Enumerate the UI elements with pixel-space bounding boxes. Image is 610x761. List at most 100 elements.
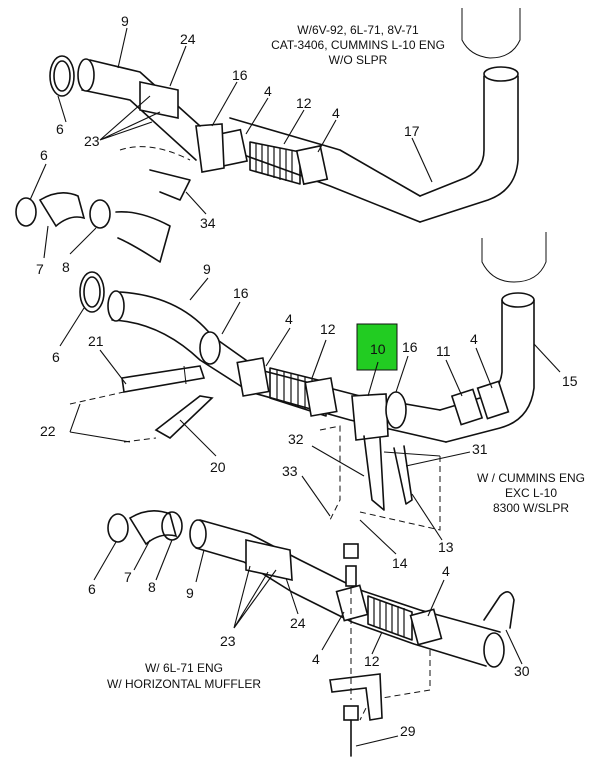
- callout-top-6b: 6: [40, 147, 48, 163]
- callout-top-24: 24: [180, 31, 196, 47]
- top-hose-dashed: [119, 146, 191, 161]
- highlight-box-10: [356, 323, 398, 371]
- middle-ring-6-inner: [83, 276, 101, 308]
- pipe-15-opening: [501, 292, 535, 308]
- bracket-20: [154, 395, 214, 439]
- nut-bottom: [343, 705, 359, 721]
- callout-top-8: 8: [62, 259, 70, 275]
- middle-bellows-12: [269, 367, 327, 417]
- top-bracket-34: [149, 169, 191, 201]
- callout-top-4a: 4: [264, 83, 272, 99]
- callout-top-17: 17: [404, 123, 420, 139]
- middle-clamp-4-left: [236, 357, 270, 397]
- middle-clamp-11: [450, 388, 484, 426]
- callout-mid-4a: 4: [285, 311, 293, 327]
- middle-pipe-lower: [111, 319, 447, 443]
- top-ring-6-outer: [49, 55, 75, 97]
- bottom-clamp-4-right: [409, 608, 443, 646]
- bottom-assembly: [107, 510, 515, 757]
- bottom-clamp-4-left: [335, 584, 369, 622]
- callout-top-7: 7: [36, 261, 44, 277]
- spacer: [345, 565, 357, 587]
- top-clamp-4-right: [295, 144, 329, 186]
- hanger-dashed: [359, 650, 431, 721]
- note-bottom-line1: W/ 6L-71 ENG: [145, 661, 223, 675]
- u-bolt-30: [483, 591, 515, 629]
- callout-mid-4b: 4: [470, 331, 478, 347]
- muffler-top-outline: [461, 8, 521, 59]
- callout-mid-21: 21: [88, 333, 104, 349]
- callout-mid-12: 12: [320, 321, 336, 337]
- top-pipe-9-opening: [77, 58, 95, 92]
- muffler-middle-outline: [481, 232, 547, 283]
- top-assembly: [15, 8, 521, 263]
- middle-clamp-4-mid: [304, 377, 338, 417]
- pipe-17-right-edge: [419, 75, 519, 223]
- note-middle-line2: EXC L-10: [505, 486, 557, 500]
- bottom-pipe-lower: [195, 547, 487, 667]
- support-32: [363, 435, 385, 511]
- callout-bot-12: 12: [364, 653, 380, 669]
- top-pipe-lower-edge: [229, 149, 421, 223]
- pipe-17-left-edge: [419, 75, 485, 197]
- middle-clamp-16a: [199, 331, 221, 365]
- top-flex-hose: [115, 210, 171, 263]
- callout-bot-23: 23: [220, 633, 236, 649]
- note-top-line3: W/O SLPR: [329, 53, 388, 67]
- callouts: 9 24 16 4 12 4 17 6 23 6 7 8 34 9 16 4 1…: [36, 13, 578, 739]
- top-ring-6-inner: [53, 60, 71, 92]
- note-bottom-line2: W/ HORIZONTAL MUFFLER: [107, 677, 261, 691]
- callout-top-23: 23: [84, 133, 100, 149]
- middle-pipe-9-opening: [107, 290, 125, 322]
- callout-bot-8: 8: [148, 579, 156, 595]
- note-middle-line3: 8300 W/SLPR: [493, 501, 569, 515]
- callout-mid-13: 13: [438, 539, 454, 555]
- callout-bot-4b: 4: [442, 563, 450, 579]
- leader-lines: [29, 27, 561, 747]
- callout-mid-33: 33: [282, 463, 298, 479]
- callout-mid-16b: 16: [402, 339, 418, 355]
- middle-assembly: [69, 232, 547, 531]
- callout-mid-20: 20: [210, 459, 226, 475]
- note-top-line2: CAT-3406, CUMMINS L-10 ENG: [271, 38, 445, 52]
- dash-22-top: [69, 391, 125, 405]
- pipe-15-right-edge: [445, 299, 535, 443]
- callout-top-6a: 6: [56, 121, 64, 137]
- callout-bot-9: 9: [186, 585, 194, 601]
- hanger-bracket: [329, 673, 383, 721]
- note-top-line1: W/6V-92, 6L-71, 8V-71: [297, 23, 419, 37]
- callout-mid-14: 14: [392, 555, 408, 571]
- callout-bot-6: 6: [88, 581, 96, 597]
- callout-bot-30: 30: [514, 663, 530, 679]
- callout-mid-15: 15: [562, 373, 578, 389]
- callout-bot-29: 29: [400, 723, 416, 739]
- top-pipe-upper-edge: [229, 117, 421, 197]
- top-pipe-9-lower: [81, 89, 197, 161]
- bracket-21: [121, 365, 206, 393]
- top-ring-6b: [15, 197, 37, 227]
- bottom-elbow-7: [128, 510, 178, 546]
- bottom-clamp-24: [245, 538, 293, 582]
- top-pipe-9-upper: [89, 59, 201, 127]
- callout-bot-24: 24: [290, 615, 306, 631]
- callout-mid-22: 22: [40, 423, 56, 439]
- callout-mid-9: 9: [203, 261, 211, 277]
- frame-33-left: [319, 425, 341, 521]
- bottom-pipe-9-opening: [189, 519, 207, 549]
- callout-top-16: 16: [232, 67, 248, 83]
- callout-mid-16a: 16: [233, 285, 249, 301]
- top-bellows-12: [249, 141, 301, 185]
- pipe-17-opening: [483, 66, 519, 82]
- frame-top: [383, 451, 441, 457]
- top-bracket-16: [195, 123, 225, 173]
- top-ring-8: [89, 199, 111, 229]
- middle-clamp-16b: [385, 391, 407, 429]
- callout-mid-6: 6: [52, 349, 60, 365]
- frame-33-bottom: [359, 456, 441, 531]
- callout-top-12: 12: [296, 95, 312, 111]
- bottom-bellows-12: [367, 595, 413, 641]
- bottom-pipe-end: [483, 632, 505, 668]
- callout-mid-11: 11: [436, 343, 451, 359]
